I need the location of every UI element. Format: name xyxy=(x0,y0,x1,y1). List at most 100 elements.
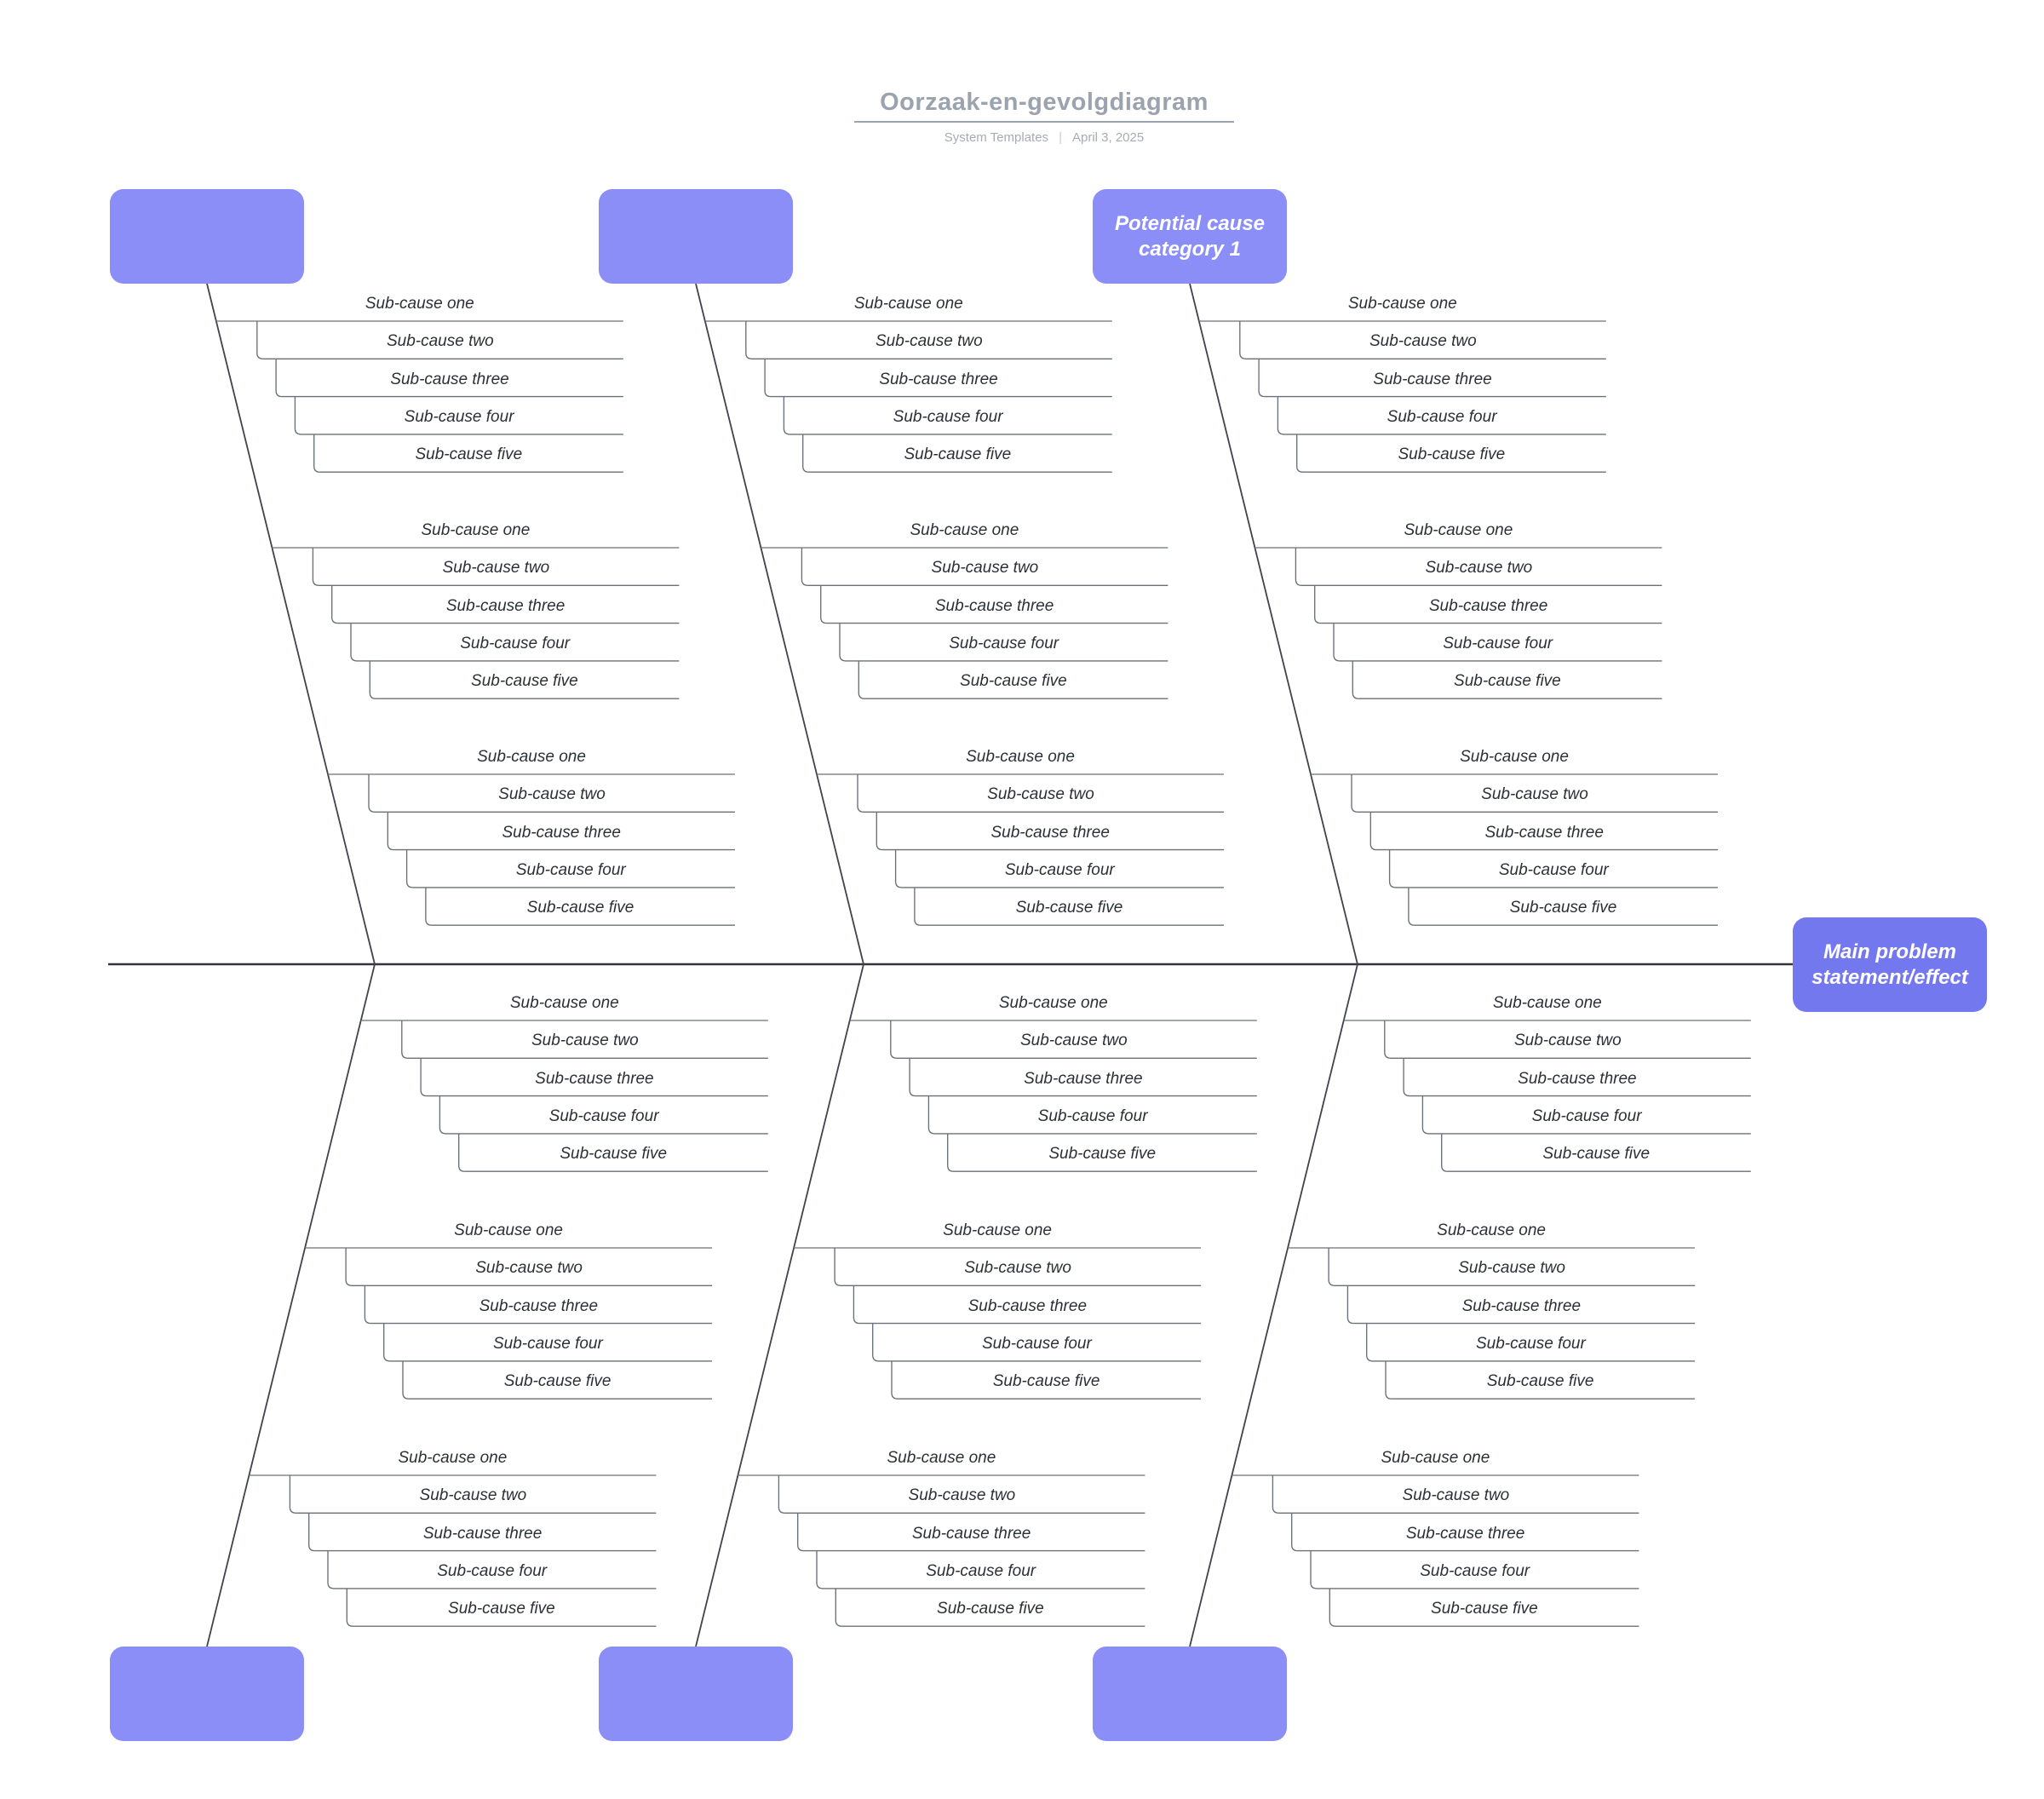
category-box-bottom-middle[interactable] xyxy=(599,1647,793,1741)
effect-box[interactable]: Main problem statement/effect xyxy=(1793,917,1987,1012)
sub-cause-label[interactable]: Sub-cause one xyxy=(477,748,586,766)
sub-cause-label[interactable]: Sub-cause one xyxy=(966,748,1075,766)
sub-cause-label[interactable]: Sub-cause two xyxy=(931,559,1039,578)
sub-cause-label[interactable]: Sub-cause four xyxy=(1443,634,1553,652)
sub-cause-label[interactable]: Sub-cause one xyxy=(421,521,531,539)
sub-cause-label[interactable]: Sub-cause four xyxy=(1387,407,1497,426)
sub-cause-label[interactable]: Sub-cause three xyxy=(502,823,621,842)
sub-cause-label[interactable]: Sub-cause four xyxy=(1037,1106,1148,1125)
category-box-top-left[interactable] xyxy=(110,189,304,284)
sub-cause-label[interactable]: Sub-cause two xyxy=(475,1259,583,1278)
sub-cause-label[interactable]: Sub-cause two xyxy=(1402,1486,1510,1505)
sub-cause-label[interactable]: Sub-cause three xyxy=(1024,1069,1143,1088)
sub-cause-label[interactable]: Sub-cause five xyxy=(960,672,1067,691)
sub-cause-label[interactable]: Sub-cause one xyxy=(943,1221,1053,1239)
category-box-bottom-left[interactable] xyxy=(110,1647,304,1741)
sub-cause-label[interactable]: Sub-cause four xyxy=(404,407,514,426)
sub-cause-label[interactable]: Sub-cause four xyxy=(1531,1106,1642,1125)
sub-cause-label[interactable]: Sub-cause one xyxy=(1404,521,1513,539)
sub-cause-label[interactable]: Sub-cause one xyxy=(1381,1449,1490,1467)
sub-cause-label[interactable]: Sub-cause five xyxy=(448,1600,555,1618)
sub-cause-label[interactable]: Sub-cause three xyxy=(990,823,1110,842)
sub-cause-label[interactable]: Sub-cause three xyxy=(911,1524,1031,1543)
sub-cause-line xyxy=(816,1550,1145,1589)
sub-cause-label[interactable]: Sub-cause five xyxy=(1048,1145,1157,1164)
sub-cause-label[interactable]: Sub-cause one xyxy=(365,295,474,313)
sub-cause-label[interactable]: Sub-cause one xyxy=(998,994,1108,1012)
sub-cause-label[interactable]: Sub-cause five xyxy=(1509,899,1617,917)
sub-cause-label[interactable]: Sub-cause four xyxy=(460,634,571,652)
sub-cause-label[interactable]: Sub-cause four xyxy=(548,1106,659,1125)
sub-cause-label[interactable]: Sub-cause five xyxy=(992,1372,1100,1391)
sub-cause-label[interactable]: Sub-cause three xyxy=(1484,823,1604,842)
sub-cause-label[interactable]: Sub-cause four xyxy=(1475,1334,1586,1353)
sub-cause-label[interactable]: Sub-cause two xyxy=(964,1259,1071,1278)
sub-cause-label[interactable]: Sub-cause two xyxy=(1369,332,1477,351)
sub-cause-label[interactable]: Sub-cause one xyxy=(1460,748,1569,766)
sub-cause-label[interactable]: Sub-cause five xyxy=(904,445,1012,464)
sub-cause-label[interactable]: Sub-cause two xyxy=(1458,1259,1565,1278)
sub-cause-label[interactable]: Sub-cause three xyxy=(879,370,998,388)
sub-cause-label[interactable]: Sub-cause one xyxy=(1492,994,1602,1012)
sub-cause-label[interactable]: Sub-cause one xyxy=(509,994,619,1012)
sub-cause-label[interactable]: Sub-cause four xyxy=(981,1334,1092,1353)
sub-cause-label[interactable]: Sub-cause two xyxy=(908,1486,1016,1505)
sub-cause-label[interactable]: Sub-cause three xyxy=(967,1296,1088,1315)
sub-cause-line xyxy=(1388,849,1718,888)
sub-cause-label[interactable]: Sub-cause four xyxy=(1004,860,1115,879)
sub-cause-label[interactable]: Sub-cause two xyxy=(987,785,1094,804)
sub-cause-label[interactable]: Sub-cause one xyxy=(1437,1221,1547,1239)
sub-cause-label[interactable]: Sub-cause four xyxy=(1420,1561,1530,1580)
sub-cause-label[interactable]: Sub-cause five xyxy=(1454,672,1561,691)
sub-cause-label[interactable]: Sub-cause four xyxy=(437,1561,548,1580)
category-box-top-middle[interactable] xyxy=(599,189,793,284)
sub-cause-label[interactable]: Sub-cause two xyxy=(1019,1032,1128,1050)
sub-cause-label[interactable]: Sub-cause two xyxy=(1481,785,1588,804)
sub-cause-label[interactable]: Sub-cause one xyxy=(398,1449,508,1467)
sub-cause-label[interactable]: Sub-cause two xyxy=(442,559,550,578)
sub-cause-label[interactable]: Sub-cause three xyxy=(1461,1296,1582,1315)
sub-cause-label[interactable]: Sub-cause three xyxy=(535,1069,654,1088)
sub-cause-label[interactable]: Sub-cause two xyxy=(498,785,606,804)
sub-cause-label[interactable]: Sub-cause five xyxy=(503,1372,611,1391)
sub-cause-label[interactable]: Sub-cause two xyxy=(386,332,494,351)
sub-cause-label[interactable]: Sub-cause four xyxy=(1498,860,1609,879)
sub-cause-label[interactable]: Sub-cause five xyxy=(560,1145,668,1164)
sub-cause-label[interactable]: Sub-cause one xyxy=(853,295,963,313)
sub-cause-label[interactable]: Sub-cause two xyxy=(419,1486,527,1505)
sub-cause-label[interactable]: Sub-cause one xyxy=(1347,295,1457,313)
sub-cause-label[interactable]: Sub-cause five xyxy=(526,899,634,917)
category-box-bottom-right[interactable] xyxy=(1093,1647,1287,1741)
sub-cause-label[interactable]: Sub-cause four xyxy=(515,860,626,879)
sub-cause-label[interactable]: Sub-cause three xyxy=(422,1524,543,1543)
sub-cause-label[interactable]: Sub-cause three xyxy=(1518,1069,1637,1088)
sub-cause-label[interactable]: Sub-cause four xyxy=(949,634,1059,652)
sub-cause-label[interactable]: Sub-cause four xyxy=(492,1334,603,1353)
category-box-top-right[interactable]: Potential cause category 1 xyxy=(1093,189,1287,284)
sub-cause-label[interactable]: Sub-cause five xyxy=(415,445,523,464)
sub-cause-label[interactable]: Sub-cause three xyxy=(934,596,1054,615)
sub-cause-label[interactable]: Sub-cause three xyxy=(445,596,566,615)
sub-cause-label[interactable]: Sub-cause two xyxy=(1513,1032,1622,1050)
sub-cause-label[interactable]: Sub-cause five xyxy=(1542,1145,1651,1164)
sub-cause-label[interactable]: Sub-cause five xyxy=(1015,899,1123,917)
sub-cause-label[interactable]: Sub-cause two xyxy=(1425,559,1533,578)
sub-cause-label[interactable]: Sub-cause one xyxy=(454,1221,564,1239)
sub-cause-label[interactable]: Sub-cause one xyxy=(910,521,1019,539)
sub-cause-label[interactable]: Sub-cause five xyxy=(937,1600,1044,1618)
sub-cause-label[interactable]: Sub-cause five xyxy=(1486,1372,1594,1391)
sub-cause-label[interactable]: Sub-cause three xyxy=(1428,596,1548,615)
sub-cause-label[interactable]: Sub-cause five xyxy=(471,672,578,691)
sub-cause-label[interactable]: Sub-cause five xyxy=(1398,445,1506,464)
sub-cause-label[interactable]: Sub-cause three xyxy=(479,1296,599,1315)
sub-cause-label[interactable]: Sub-cause three xyxy=(1405,1524,1525,1543)
byline-divider: | xyxy=(1059,130,1062,145)
sub-cause-label[interactable]: Sub-cause three xyxy=(390,370,509,388)
sub-cause-label[interactable]: Sub-cause four xyxy=(893,407,1003,426)
sub-cause-label[interactable]: Sub-cause five xyxy=(1431,1600,1538,1618)
sub-cause-label[interactable]: Sub-cause two xyxy=(875,332,983,351)
sub-cause-label[interactable]: Sub-cause three xyxy=(1373,370,1492,388)
sub-cause-label[interactable]: Sub-cause four xyxy=(926,1561,1036,1580)
sub-cause-label[interactable]: Sub-cause one xyxy=(887,1449,996,1467)
sub-cause-label[interactable]: Sub-cause two xyxy=(531,1032,639,1050)
